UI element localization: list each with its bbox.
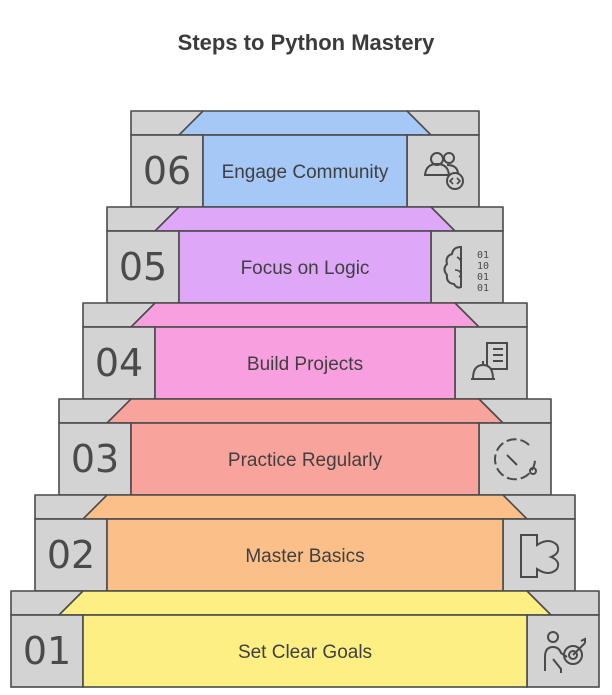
step-top-center — [58, 590, 552, 616]
step-06: 06 Engage Community — [130, 110, 480, 208]
step-label: Build Projects — [247, 354, 363, 375]
step-face — [106, 518, 504, 592]
step-number: 01 — [23, 629, 71, 673]
icon-block — [502, 518, 576, 592]
step-number: 04 — [95, 341, 143, 385]
step-top-center — [106, 398, 504, 424]
step-face — [202, 134, 408, 208]
diagram-title: Steps to Python Mastery — [177, 30, 435, 55]
step-label: Focus on Logic — [241, 258, 370, 279]
icon-block — [526, 614, 600, 688]
step-label: Set Clear Goals — [238, 642, 372, 663]
step-label: Practice Regularly — [228, 450, 383, 471]
number-block — [106, 230, 180, 304]
step-top-center — [154, 206, 456, 232]
number-block — [82, 326, 156, 400]
step-03: 03 Practice Regularly — [58, 398, 552, 496]
icon-block — [430, 230, 504, 304]
step-label: Engage Community — [222, 162, 389, 183]
number-block — [58, 422, 132, 496]
step-top-center — [178, 110, 432, 136]
icon-block — [406, 134, 480, 208]
step-number: 03 — [71, 437, 119, 481]
number-block — [10, 614, 84, 688]
icon-block — [454, 326, 528, 400]
step-04: 04 Build Projects — [82, 302, 528, 400]
icon-block — [478, 422, 552, 496]
step-01: 01 Set Clear Goals — [10, 590, 600, 688]
step-face — [178, 230, 432, 304]
step-top-center — [130, 302, 480, 328]
step-label: Master Basics — [245, 546, 364, 567]
step-face — [82, 614, 528, 688]
step-number: 02 — [47, 533, 95, 577]
step-number: 05 — [119, 245, 167, 289]
step-05: 05 Focus on Logic — [106, 206, 504, 304]
step-02: 02 Master Basics — [34, 494, 576, 592]
step-face — [130, 422, 480, 496]
step-top-center — [82, 494, 528, 520]
step-number: 06 — [143, 149, 191, 193]
number-block — [34, 518, 108, 592]
